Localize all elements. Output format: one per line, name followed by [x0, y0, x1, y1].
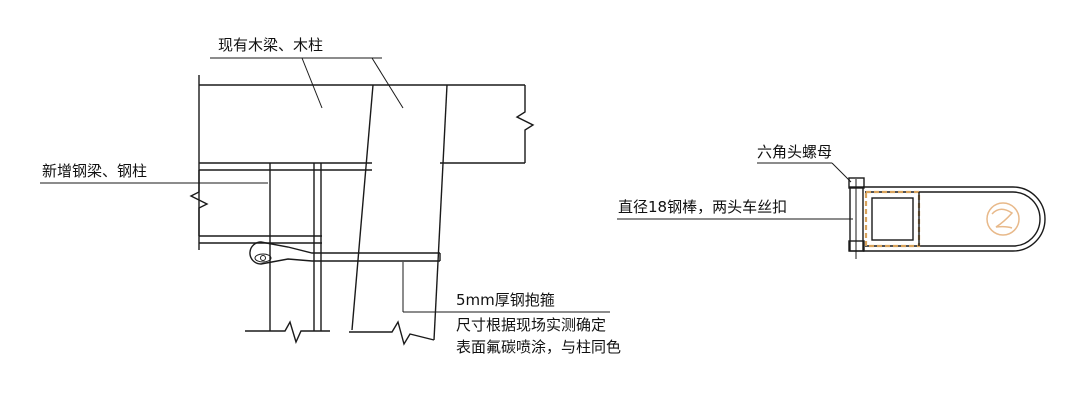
hex-nut-bottom — [848, 240, 865, 252]
label-steel-rod: 直径18钢棒，两头车丝扣 — [618, 198, 787, 216]
existing-timber-column — [349, 84, 448, 346]
new-steel-beam — [189, 162, 372, 244]
hex-nut-top — [848, 177, 865, 189]
label-existing-timber: 现有木梁、木柱 — [218, 36, 323, 54]
label-hoop-note2: 表面氟碳喷涂，与柱同色 — [456, 338, 621, 356]
stamp-mark — [986, 202, 1020, 236]
leader-existing-timber — [210, 57, 404, 109]
label-hex-nut: 六角头螺母 — [757, 143, 832, 161]
steel-hoop — [249, 241, 441, 265]
leader-hex-nut — [757, 162, 852, 183]
label-new-steel: 新增钢梁、钢柱 — [42, 162, 147, 180]
label-hoop-title: 5mm厚钢抱箍 — [456, 291, 555, 309]
leader-hoop — [402, 262, 610, 313]
label-hoop-note1: 尺寸根据现场实测确定 — [456, 316, 606, 334]
new-steel-column — [245, 163, 330, 344]
hoop-section — [863, 186, 1046, 252]
